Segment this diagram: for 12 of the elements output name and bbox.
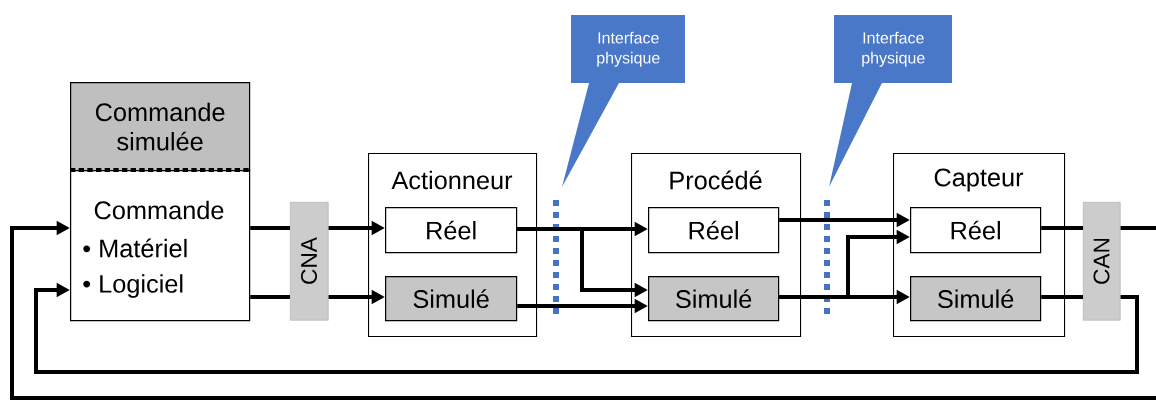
real-box: Réel xyxy=(385,207,518,254)
arrow xyxy=(10,220,1156,400)
real-box: Réel xyxy=(910,207,1042,254)
simulated-box: Simulé xyxy=(910,276,1042,322)
arrow xyxy=(34,282,1139,374)
simulated-box: Simulé xyxy=(648,276,780,322)
converter-box: CNA xyxy=(290,202,329,321)
control-box: Commande • Matériel • Logiciel xyxy=(70,170,251,322)
converter-box: CAN xyxy=(1083,202,1121,321)
header-box: Commande simulée xyxy=(70,82,251,172)
real-box: Réel xyxy=(648,207,780,254)
simulated-box: Simulé xyxy=(385,276,518,322)
